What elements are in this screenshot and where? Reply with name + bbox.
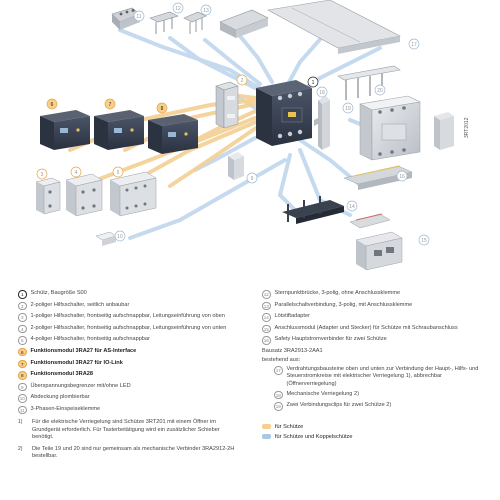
connection-module <box>355 231 403 271</box>
right-side-module: 3RT2012 <box>434 112 470 150</box>
side-label: 3RT2012 <box>464 117 470 138</box>
svg-text:14: 14 <box>349 204 355 210</box>
svg-text:11: 11 <box>136 14 141 20</box>
blue-swatch <box>262 434 271 440</box>
svg-text:10: 10 <box>117 234 123 240</box>
callout-11: 11 <box>133 10 145 22</box>
callout-6: 6 <box>46 98 58 110</box>
svg-text:1: 1 <box>312 80 315 86</box>
callout-20: 20 <box>374 84 386 96</box>
callout-17: 17 <box>408 38 420 50</box>
callout-3: 3 <box>36 168 48 180</box>
callout-16: 16 <box>396 170 408 182</box>
wiring-bridge-red <box>349 213 391 229</box>
side-auxiliary-switch <box>215 81 239 129</box>
svg-text:7: 7 <box>109 102 112 108</box>
callout-5: 5 <box>112 166 124 178</box>
svg-text:12: 12 <box>175 6 181 12</box>
svg-text:8: 8 <box>161 106 164 112</box>
svg-text:6: 6 <box>51 102 54 108</box>
svg-text:13: 13 <box>203 8 209 14</box>
wiring-module-upper <box>337 65 401 100</box>
callout-7: 7 <box>104 98 116 110</box>
svg-text:20: 20 <box>377 88 383 94</box>
footnote-1: 1) Für die elektrische Verriegelung sind… <box>18 419 220 440</box>
callout-19: 19 <box>342 102 354 114</box>
parallel-link <box>219 9 269 38</box>
svg-text:19: 19 <box>345 106 351 112</box>
main-contactor-s00 <box>256 80 312 146</box>
callout-10: 10 <box>114 230 126 242</box>
svg-text:3: 3 <box>41 172 44 178</box>
star-point-bridge <box>183 11 207 34</box>
callout-12: 12 <box>172 2 184 14</box>
callout-4: 4 <box>70 166 82 178</box>
vertical-connector <box>314 96 330 150</box>
svg-text:9: 9 <box>251 176 254 182</box>
color-key-contactors: für Schütze <box>262 424 488 431</box>
callout-15: 15 <box>418 234 430 246</box>
kit-title: Bausatz 3RA2913-2AA1 <box>262 347 323 354</box>
aux-switch-2-pole <box>65 173 103 217</box>
callout-9: 9 <box>246 172 258 184</box>
svg-text:16: 16 <box>399 174 405 180</box>
callout-1: 1 <box>307 76 319 88</box>
callouts: 1 2 3 4 5 6 7 8 9 10 11 12 13 14 15 16 1… <box>36 2 430 246</box>
surge-suppressor <box>228 152 244 180</box>
sealable-cover <box>95 231 117 246</box>
aux-switch-4-pole <box>109 171 157 217</box>
grey-contactor-pair <box>359 95 421 161</box>
svg-text:5: 5 <box>117 170 120 176</box>
color-key-coupling-relays: für Schütze und Koppelschütze <box>262 434 488 441</box>
aux-switch-1-pole <box>35 177 61 215</box>
exploded-view-diagram: 3RT2012 <box>35 0 470 271</box>
callout-18: 18 <box>316 86 328 98</box>
footnote-2: 2) Die Teile 19 und 20 sind nur gemeinsa… <box>18 445 235 460</box>
kit-subtitle: bestehend aus: <box>262 357 301 364</box>
connector-strip <box>149 11 179 34</box>
function-module-io-link <box>94 110 144 150</box>
orange-swatch <box>262 424 271 430</box>
callout-13: 13 <box>200 4 212 16</box>
callout-8: 8 <box>156 102 168 114</box>
svg-text:2: 2 <box>241 78 244 84</box>
callout-14: 14 <box>346 200 358 212</box>
svg-text:15: 15 <box>421 238 427 244</box>
function-module-3ra28 <box>148 114 198 154</box>
solder-pin-adapter <box>282 196 344 224</box>
callout-2: 2 <box>236 74 248 86</box>
long-wiring-block-top <box>267 0 401 54</box>
svg-text:18: 18 <box>319 90 325 96</box>
svg-text:4: 4 <box>75 170 78 176</box>
svg-text:17: 17 <box>411 42 417 48</box>
function-module-as-i <box>40 110 90 150</box>
